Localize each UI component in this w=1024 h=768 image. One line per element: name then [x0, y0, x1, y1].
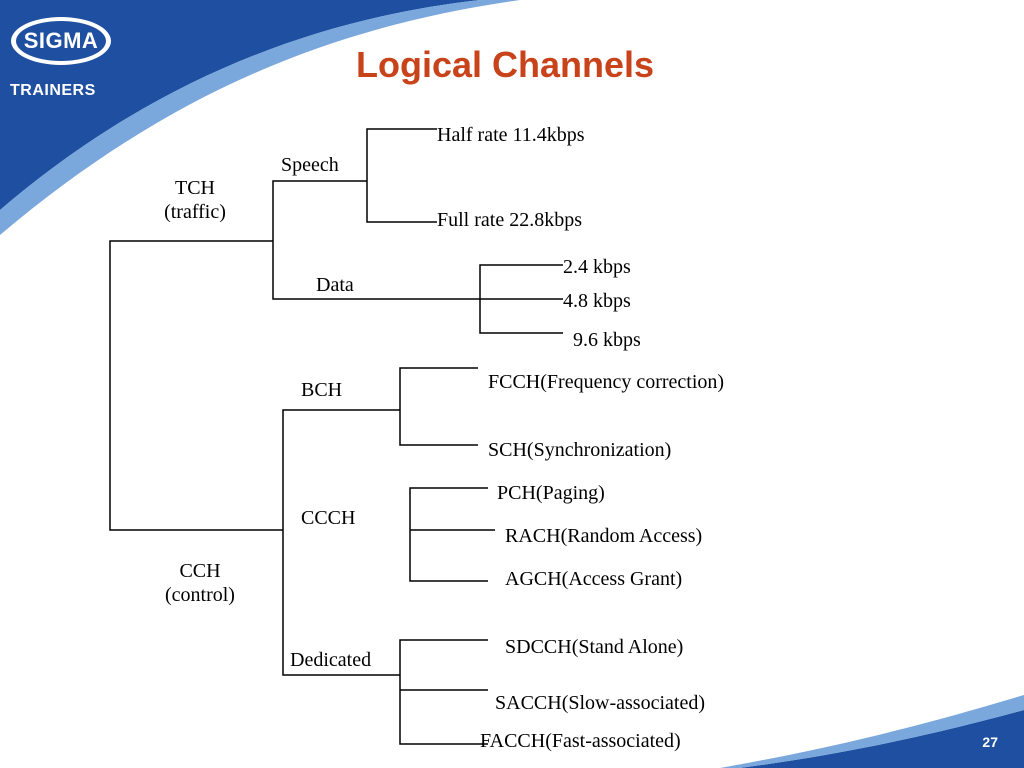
bch-bracket	[399, 367, 478, 446]
tch-label: TCH (traffic)	[150, 176, 240, 224]
cch-subtitle: (control)	[165, 584, 235, 606]
sch-label: SCH(Synchronization)	[488, 439, 672, 461]
bottom-right-blue-swoosh	[740, 710, 1024, 768]
tch-name: TCH	[175, 177, 215, 199]
sdcch-label: SDCCH(Stand Alone)	[505, 636, 684, 658]
agch-label: AGCH(Access Grant)	[505, 568, 683, 590]
ccch-label: CCCH	[301, 507, 356, 529]
root-bracket	[109, 240, 283, 531]
data-rate-4-8: 4.8 kbps	[563, 290, 631, 312]
speech-bracket	[366, 128, 437, 223]
logo-name: SIGMA	[23, 28, 99, 53]
half-rate-label: Half rate 11.4kbps	[437, 124, 585, 146]
facch-label: FACCH(Fast-associated)	[480, 730, 681, 752]
bch-label: BCH	[301, 379, 343, 401]
sacch-label: SACCH(Slow-associated)	[495, 692, 705, 714]
dedicated-bracket	[399, 639, 488, 745]
ccch-bracket	[409, 487, 488, 582]
data-rate-9-6: 9.6 kbps	[573, 329, 641, 351]
logo-tagline: TRAINERS	[10, 82, 96, 99]
cch-name: CCH	[179, 560, 221, 582]
speech-label: Speech	[281, 154, 339, 176]
data-rate-2-4: 2.4 kbps	[563, 256, 631, 278]
tch-subtitle: (traffic)	[164, 201, 226, 223]
data-label: Data	[316, 274, 354, 296]
rach-label: RACH(Random Access)	[505, 525, 703, 547]
pch-label: PCH(Paging)	[497, 482, 605, 504]
fcch-label: FCCH(Frequency correction)	[488, 371, 725, 393]
page-title: Logical Channels	[355, 44, 655, 85]
cch-label: CCH (control)	[150, 559, 250, 607]
logo-oval: SIGMA	[8, 14, 114, 68]
page-number: 27	[982, 734, 998, 750]
sigma-logo: SIGMA TRAINERS	[4, 10, 120, 110]
tch-bracket	[272, 180, 563, 300]
cch-bracket	[282, 409, 400, 676]
full-rate-label: Full rate 22.8kbps	[437, 209, 582, 231]
dedicated-label: Dedicated	[290, 649, 372, 671]
data-bracket	[479, 264, 563, 334]
top-left-blue-swoosh	[0, 0, 480, 210]
